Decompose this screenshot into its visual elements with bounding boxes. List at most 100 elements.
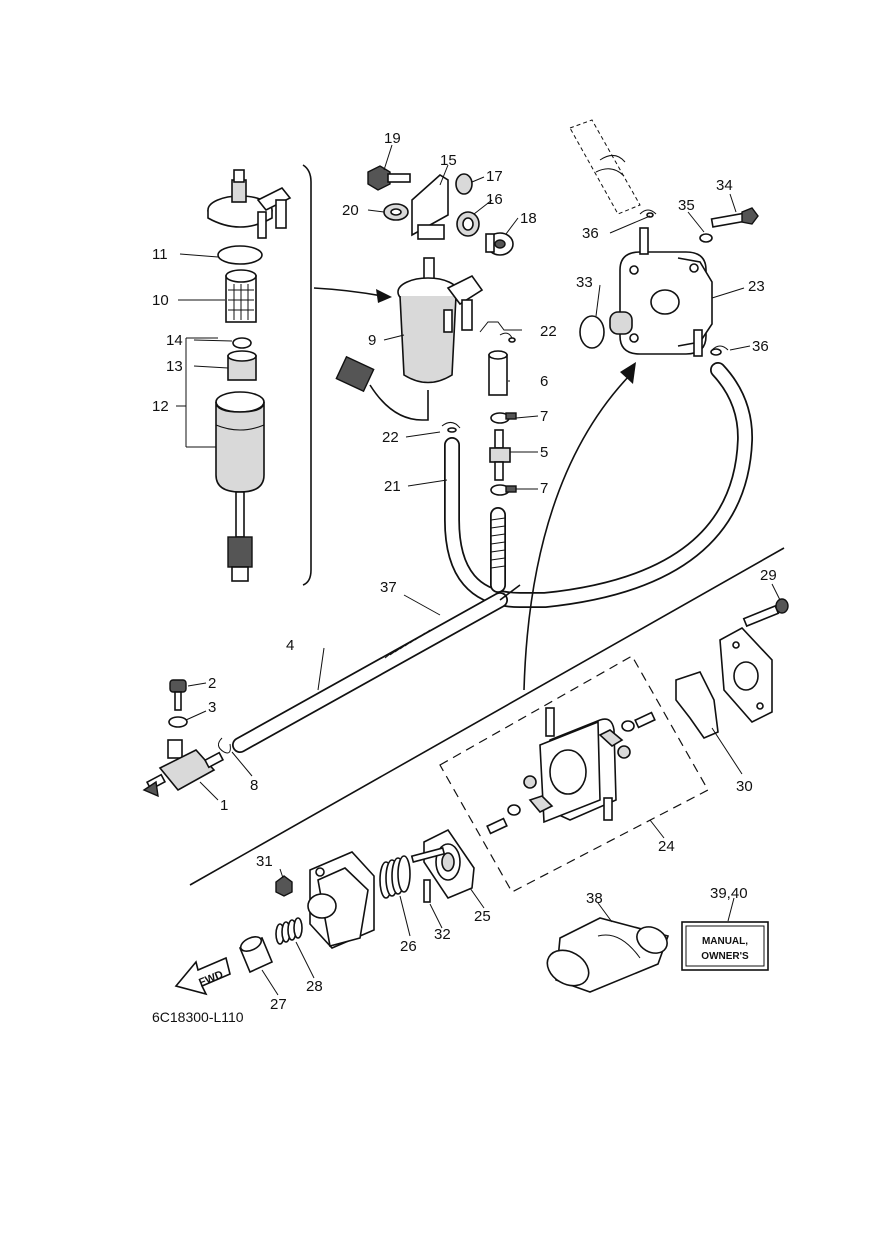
washer-35 <box>699 233 713 243</box>
tube-ghost-ref <box>569 119 641 215</box>
callout-33: 33 <box>576 274 593 291</box>
owners-manual-box: MANUAL, OWNER'S <box>681 921 769 971</box>
callout-20: 20 <box>342 202 359 219</box>
clamp-7-lower <box>490 484 517 496</box>
callout-13: 13 <box>166 358 183 375</box>
plunger-27 <box>238 936 274 974</box>
sensor-connector <box>335 355 429 421</box>
callout-26: 26 <box>400 938 417 955</box>
callout-1: 1 <box>220 797 228 814</box>
joint-1 <box>142 739 225 798</box>
callout-36-upper: 36 <box>582 225 599 242</box>
callout-19: 19 <box>384 130 401 147</box>
spring-28 <box>275 917 303 945</box>
lower-body <box>539 707 624 824</box>
washer-3 <box>168 716 188 728</box>
clip-8 <box>218 737 231 754</box>
callout-6: 6 <box>540 373 548 390</box>
callout-7-lower: 7 <box>540 480 548 497</box>
callout-36-lower: 36 <box>752 338 769 355</box>
fuel-hose-21 <box>444 362 754 608</box>
bolt-2 <box>169 679 187 711</box>
grommet-17 <box>455 173 473 195</box>
screw-29 <box>742 598 789 628</box>
callout-labels: 19 15 17 20 16 18 11 10 14 13 12 9 22 6 … <box>152 130 777 1013</box>
clip-22-upper <box>499 332 516 343</box>
callout-37: 37 <box>380 579 397 596</box>
callout-30: 30 <box>736 778 753 795</box>
grommet-16 <box>456 211 480 237</box>
clip-14 <box>232 337 252 349</box>
bolt-34 <box>710 207 759 228</box>
callout-31: 31 <box>256 853 273 870</box>
callout-29: 29 <box>760 567 777 584</box>
leader-lines <box>176 144 781 996</box>
water-separator-9 <box>397 257 484 384</box>
hose-6 <box>488 350 508 396</box>
nut-31 <box>275 875 293 897</box>
fuel-pump-23 <box>609 227 713 357</box>
drawing-code: 6C18300-L110 <box>152 1009 244 1025</box>
callout-38: 38 <box>586 890 603 907</box>
callout-23: 23 <box>748 278 765 295</box>
pump-arrow <box>523 362 636 691</box>
diaphragm-25 <box>410 828 475 899</box>
callout-10: 10 <box>152 292 169 309</box>
manual-line-1: MANUAL, <box>702 936 748 947</box>
bracket-15 <box>411 174 449 240</box>
joint-5 <box>489 429 511 481</box>
assembly-arrow <box>313 287 392 303</box>
cover-plate <box>719 627 773 723</box>
filter-cup-12 <box>215 391 265 582</box>
callout-7-upper: 7 <box>540 408 548 425</box>
callout-3: 3 <box>208 699 216 716</box>
fuel-hose-37 <box>232 592 508 753</box>
clip-36-lower <box>710 345 729 356</box>
callout-16: 16 <box>486 191 503 208</box>
section-divider-line <box>189 547 785 886</box>
callout-24: 24 <box>658 838 675 855</box>
clamp-7-upper <box>490 412 517 424</box>
hose-junction <box>499 584 521 601</box>
pump-body <box>307 851 375 949</box>
manual-line-2: OWNER'S <box>701 951 749 962</box>
clip-22-lower <box>441 422 461 433</box>
callout-4: 4 <box>286 637 294 654</box>
o-ring-11 <box>217 245 263 265</box>
callout-14: 14 <box>166 332 183 349</box>
callout-22-lower: 22 <box>382 429 399 446</box>
callout-15: 15 <box>440 152 457 169</box>
callout-32: 32 <box>434 926 451 943</box>
accessory-bag-38 <box>546 917 670 993</box>
collar-18 <box>485 232 514 256</box>
callout-8: 8 <box>250 777 258 794</box>
callout-39-40: 39,40 <box>710 885 748 902</box>
fuel-filter-cap <box>207 169 292 239</box>
callout-12: 12 <box>152 398 169 415</box>
callout-5: 5 <box>540 444 548 461</box>
callout-28: 28 <box>306 978 323 995</box>
callout-17: 17 <box>486 168 503 185</box>
nut-13 <box>227 350 257 381</box>
callout-9: 9 <box>368 332 376 349</box>
callout-22-upper: 22 <box>540 323 557 340</box>
gasket-30 <box>675 671 719 739</box>
hose-end-fitting <box>490 507 506 593</box>
pin-32 <box>423 879 431 903</box>
callout-27: 27 <box>270 996 287 1013</box>
nut-20 <box>383 203 409 221</box>
clip-36-upper <box>639 209 657 218</box>
callout-18: 18 <box>520 210 537 227</box>
spring-26 <box>379 855 411 899</box>
callout-35: 35 <box>678 197 695 214</box>
callout-11: 11 <box>152 246 168 263</box>
callout-2: 2 <box>208 675 216 692</box>
sub-assembly-bracket <box>302 164 312 586</box>
callout-25: 25 <box>474 908 491 925</box>
o-ring-33 <box>579 315 605 349</box>
bolt-19 <box>367 165 411 191</box>
bolt-pair-upper <box>617 711 656 759</box>
filter-element-10 <box>225 269 257 323</box>
callout-21: 21 <box>384 478 401 495</box>
